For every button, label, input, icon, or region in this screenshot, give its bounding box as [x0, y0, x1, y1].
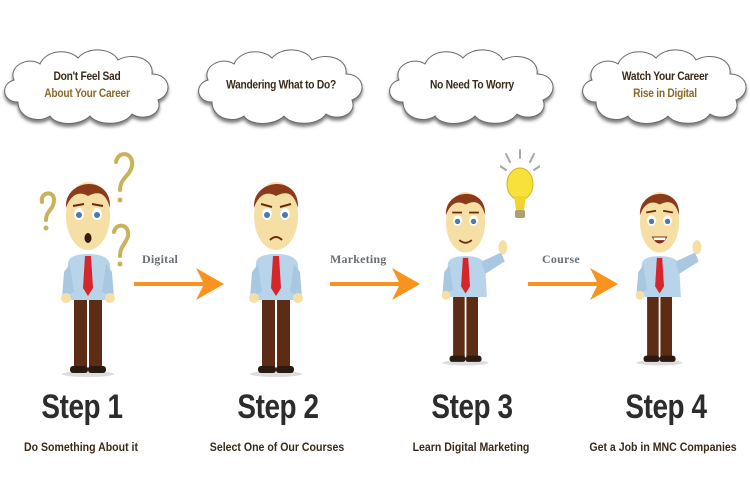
thought-text: Watch Your Career Rise in Digital — [621, 69, 709, 100]
step-3-title: Step 3 — [431, 388, 513, 426]
person-step-3-smiling — [430, 168, 510, 378]
arrow-right-icon — [134, 268, 224, 300]
thought-text: Don't Feel Sad About Your Career — [44, 69, 130, 100]
arrow-label: Course — [542, 252, 580, 266]
thought-cloud-step-4: Watch Your Career Rise in Digital — [576, 44, 750, 126]
question-marks-icon — [39, 152, 135, 267]
step-2-subtitle: Select One of Our Courses — [209, 440, 345, 454]
step-4-title: Step 4 — [625, 388, 707, 426]
light-bulb-icon — [500, 149, 540, 218]
arrow-label: Marketing — [330, 252, 387, 266]
thought-cloud-step-2: Wandering What to Do? — [192, 44, 370, 126]
cloud-shape-icon — [198, 49, 363, 124]
arrow-digital: Digital — [132, 252, 224, 300]
cloud-shape-icon — [582, 49, 747, 124]
cloud-shape-icon — [389, 49, 554, 124]
cloud-shape-icon — [4, 49, 169, 124]
person-step-2-sad — [236, 168, 316, 378]
arrow-course: Course — [526, 252, 618, 300]
thought-text: Wandering What to Do? — [226, 77, 336, 92]
arrow-marketing: Marketing — [328, 252, 420, 300]
thought-text: No Need To Worry — [430, 77, 514, 92]
businessman-icon — [441, 192, 508, 366]
businessman-icon — [635, 192, 702, 366]
thought-cloud-step-3: No Need To Worry — [383, 44, 561, 126]
step-2-title: Step 2 — [237, 388, 319, 426]
arrow-label: Digital — [142, 252, 179, 266]
businessman-icon — [61, 182, 115, 377]
arrow-right-icon — [330, 268, 420, 300]
step-4-subtitle: Get a Job in MNC Companies — [589, 440, 737, 454]
step-3-subtitle: Learn Digital Marketing — [412, 440, 530, 454]
person-step-4-happy — [624, 168, 704, 378]
arrow-right-icon — [528, 268, 618, 300]
step-1-subtitle: Do Something About it — [23, 440, 138, 454]
thought-cloud-step-1: Don't Feel Sad About Your Career — [0, 44, 176, 126]
step-1-title: Step 1 — [41, 388, 123, 426]
businessman-icon — [249, 182, 303, 377]
person-step-1-surprised — [48, 168, 128, 378]
